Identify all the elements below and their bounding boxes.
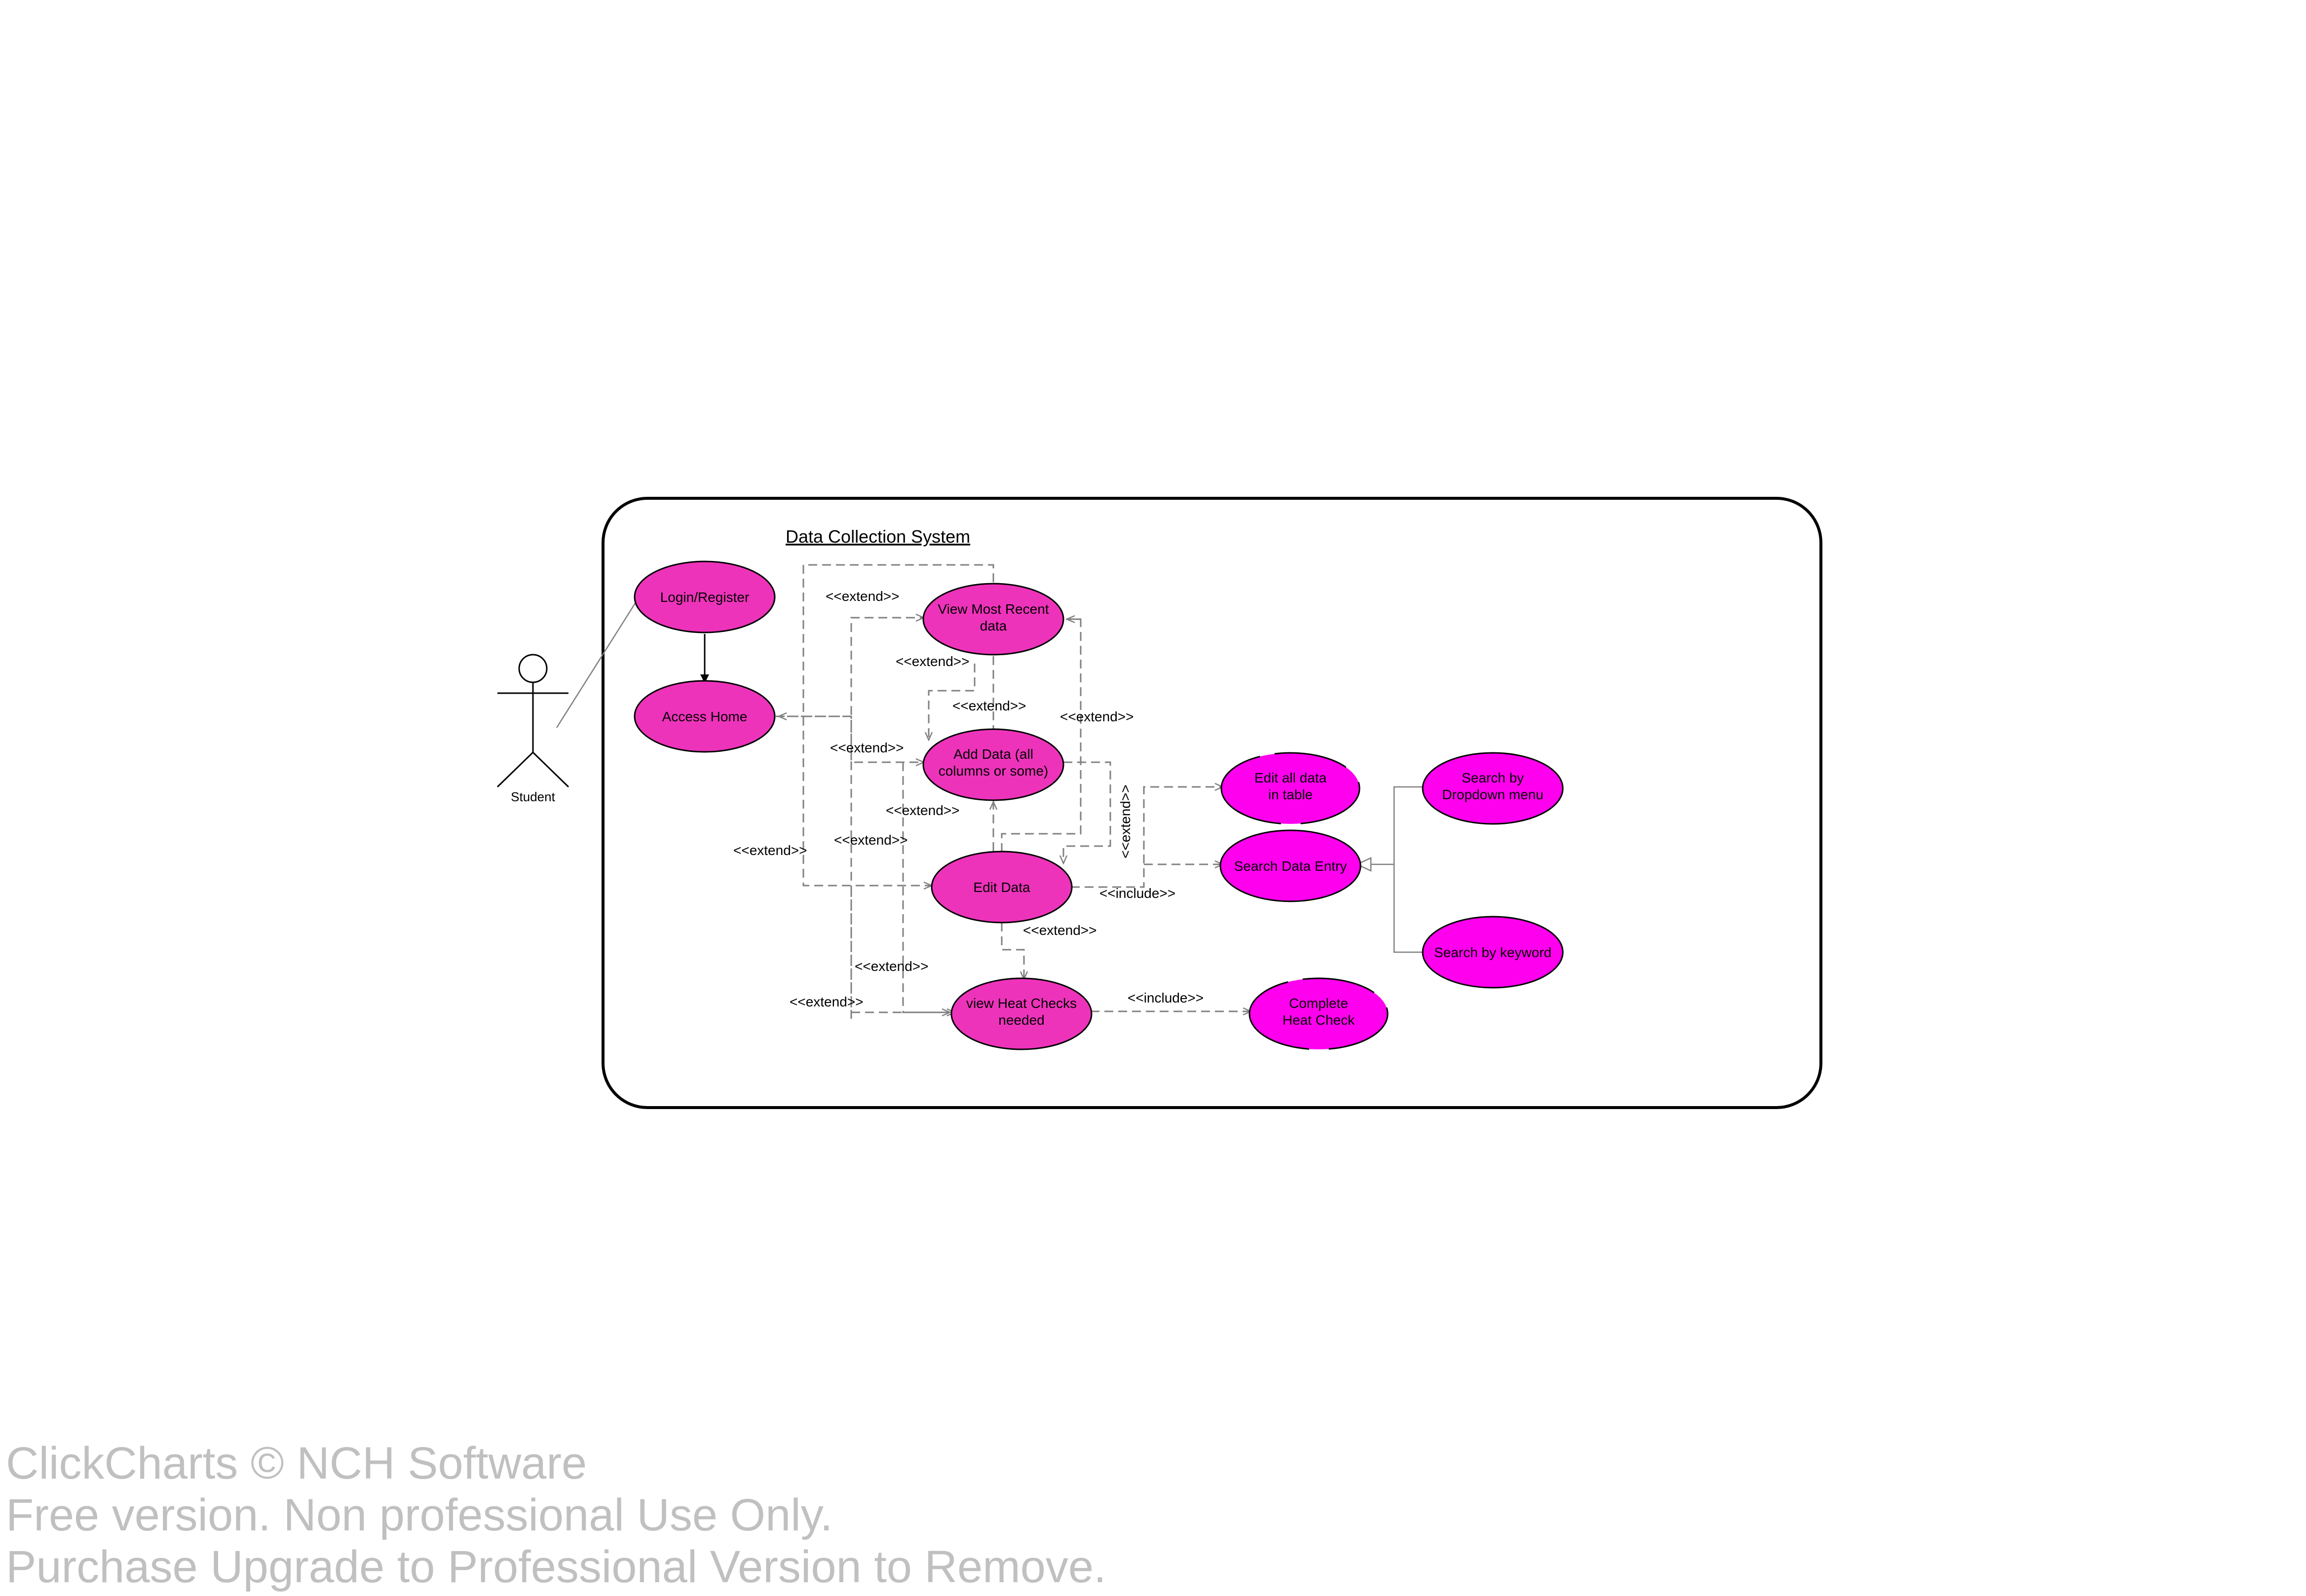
actor-label: Student xyxy=(511,789,555,804)
relationship-labels: <<extend>> <<extend>> <<extend>> <<exten… xyxy=(733,589,1204,1009)
system-title: Data Collection System xyxy=(786,526,970,547)
svg-text:Search Data Entry: Search Data Entry xyxy=(1234,858,1347,874)
use-case-edit-data[interactable]: Edit Data xyxy=(931,851,1073,924)
use-case-view-recent[interactable]: View Most Recent data xyxy=(922,583,1064,656)
svg-text:Access Home: Access Home xyxy=(662,709,748,724)
use-case-login[interactable]: Login/Register xyxy=(634,560,776,633)
actor-student[interactable]: Student xyxy=(496,654,569,804)
watermark-line-1: ClickCharts © NCH Software xyxy=(6,1438,587,1488)
svg-text:view Heat Checks: view Heat Checks xyxy=(966,996,1077,1011)
extend-label: <<extend>> xyxy=(952,698,1026,713)
svg-text:Add Data (all: Add Data (all xyxy=(953,746,1033,762)
actor-head xyxy=(518,654,548,683)
use-case-edit-all[interactable]: Edit all data in table xyxy=(1220,752,1361,825)
svg-text:Complete: Complete xyxy=(1289,996,1348,1011)
extend-label: <<extend>> xyxy=(1060,709,1134,724)
svg-text:Edit Data: Edit Data xyxy=(973,880,1030,895)
extend-label: <<extend>> xyxy=(826,589,899,604)
use-case-search-dropdown[interactable]: Search by Dropdown menu xyxy=(1422,752,1564,825)
svg-text:Heat Check: Heat Check xyxy=(1283,1012,1355,1028)
extend-label: <<extend>> xyxy=(886,803,959,818)
svg-text:Edit all data: Edit all data xyxy=(1254,770,1327,785)
extend-label: <<extend>> xyxy=(733,843,807,858)
svg-text:columns or some): columns or some) xyxy=(939,763,1049,779)
use-case-search-entry[interactable]: Search Data Entry xyxy=(1219,829,1361,902)
svg-text:Search by: Search by xyxy=(1462,770,1524,785)
include-label: <<include>> xyxy=(1099,886,1175,901)
svg-text:Search by keyword: Search by keyword xyxy=(1434,945,1551,960)
svg-text:View Most Recent: View Most Recent xyxy=(938,601,1049,617)
include-label: <<include>> xyxy=(1128,990,1204,1005)
extend-label: <<extend>> xyxy=(1118,785,1133,858)
use-case-search-keyword[interactable]: Search by keyword xyxy=(1422,916,1564,989)
extend-label: <<extend>> xyxy=(855,959,928,974)
extend-label: <<extend>> xyxy=(830,740,904,755)
watermark-line-3: Purchase Upgrade to Professional Version… xyxy=(6,1542,1106,1592)
extend-label: <<extend>> xyxy=(1023,923,1096,938)
extend-label: <<extend>> xyxy=(896,654,969,669)
use-case-access-home[interactable]: Access Home xyxy=(634,680,776,753)
svg-text:in table: in table xyxy=(1268,787,1313,802)
system-boundary xyxy=(602,497,1822,1109)
use-case-complete-heat[interactable]: Complete Heat Check xyxy=(1248,977,1389,1050)
svg-text:data: data xyxy=(980,618,1007,633)
generalization-lines xyxy=(1356,786,1424,953)
use-case-add-data[interactable]: Add Data (all columns or some) xyxy=(922,728,1064,801)
svg-text:needed: needed xyxy=(998,1012,1044,1028)
actor-association xyxy=(556,599,639,728)
extend-label: <<extend>> xyxy=(834,832,907,848)
svg-text:Login/Register: Login/Register xyxy=(660,590,750,605)
dependency-lines xyxy=(776,564,1251,1019)
svg-text:Dropdown menu: Dropdown menu xyxy=(1442,787,1543,802)
extend-label: <<extend>> xyxy=(790,994,863,1009)
use-case-heat-checks[interactable]: view Heat Checks needed xyxy=(950,977,1093,1050)
watermark-line-2: Free version. Non professional Use Only. xyxy=(6,1490,833,1540)
